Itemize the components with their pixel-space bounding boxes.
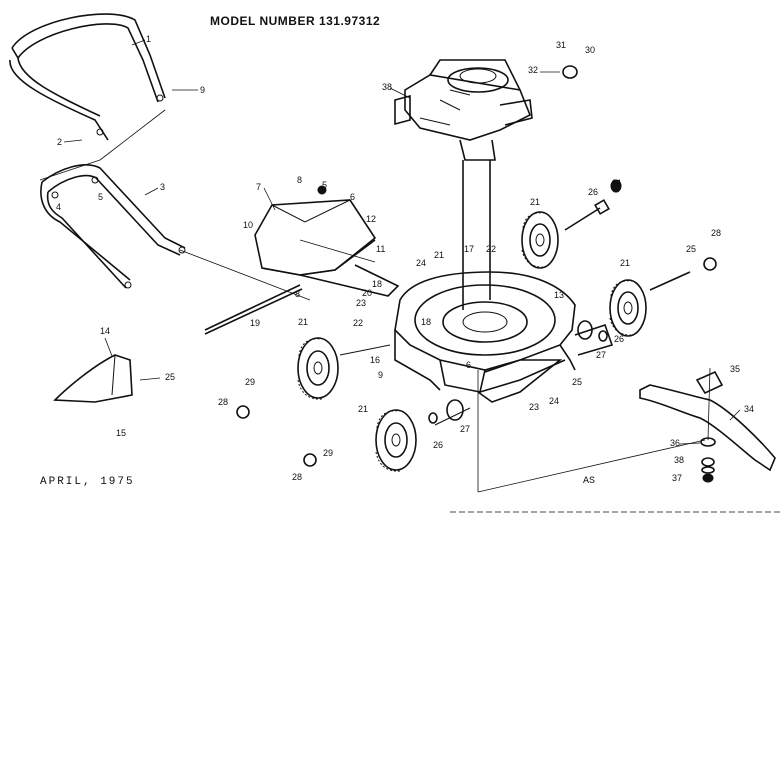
assembly-code: AS: [583, 476, 596, 487]
callout-27a: 27: [596, 350, 606, 360]
callout-31b: 31: [612, 178, 622, 188]
callout-24a: 24: [416, 258, 426, 268]
callout-38: 38: [382, 82, 392, 92]
callout-29b: 29: [323, 448, 333, 458]
callout-6: 6: [350, 192, 355, 202]
callout-4: 4: [56, 202, 61, 212]
leader-lines: [63, 39, 741, 445]
callout-22b: 22: [353, 318, 363, 328]
callout-28: 28: [711, 228, 721, 238]
callout-31: 31: [556, 40, 566, 50]
callout-25b: 25: [572, 377, 582, 387]
callout-16: 16: [370, 355, 380, 365]
callout-26b: 26: [614, 334, 624, 344]
discharge-chute: [254, 199, 400, 297]
hub-parts: [236, 65, 717, 467]
axle-bolts: [339, 199, 691, 426]
callout-26: 26: [588, 187, 598, 197]
callout-18a: 18: [372, 279, 382, 289]
rod: [204, 284, 303, 335]
callout-12: 12: [366, 214, 376, 224]
callout-1: 1: [146, 34, 151, 44]
callout-8b: 8: [295, 289, 300, 299]
callout-23b: 23: [529, 402, 539, 412]
callout-21e: 21: [358, 404, 368, 414]
callout-37: 37: [672, 473, 682, 483]
callout-38b: 38: [674, 455, 684, 465]
callout-35: 35: [730, 364, 740, 374]
callout-30: 30: [585, 45, 595, 55]
callout-10: 10: [243, 220, 253, 230]
model-number-title: MODEL NUMBER 131.97312: [210, 14, 381, 28]
callout-21a: 21: [530, 197, 540, 207]
callout-19: 19: [250, 318, 260, 328]
callout-20: 20: [362, 288, 372, 298]
wheel-front-right: [375, 409, 417, 472]
callout-36: 36: [670, 438, 680, 448]
callout-21d: 21: [298, 317, 308, 327]
callout-8: 8: [297, 175, 302, 185]
callout-5b: 5: [322, 180, 327, 190]
grass-deflector: [53, 354, 133, 403]
callout-23a: 23: [356, 298, 366, 308]
callout-24b: 24: [549, 396, 559, 406]
callout-14: 14: [100, 326, 110, 336]
upper-handle: [9, 13, 166, 141]
callout-3: 3: [160, 182, 165, 192]
mower-deck: [394, 271, 614, 403]
callout-13: 13: [554, 290, 564, 300]
callout-26c: 26: [433, 440, 443, 450]
wheel-front-left: [297, 337, 339, 400]
callout-25a: 25: [686, 244, 696, 254]
callout-22a: 22: [486, 244, 496, 254]
callout-15: 15: [116, 428, 126, 438]
callout-18b: 18: [421, 317, 431, 327]
callout-32: 32: [528, 65, 538, 75]
callout-17: 17: [464, 244, 474, 254]
callout-27b: 27: [460, 424, 470, 434]
callout-9: 9: [200, 85, 205, 95]
assembly-guide-lines: [39, 109, 780, 513]
callout-29a: 29: [245, 377, 255, 387]
callout-21c: 21: [434, 250, 444, 260]
callout-labels: 1 9 2 3 5 4 7 8 5 6 10 12 11 8 19 38 31 …: [56, 34, 754, 483]
callout-2: 2: [57, 137, 62, 147]
callout-11: 11: [376, 244, 385, 254]
callout-7: 7: [256, 182, 261, 192]
callout-28b: 28: [218, 397, 228, 407]
callout-34: 34: [744, 404, 754, 414]
callout-28c: 28: [292, 472, 302, 482]
engine: [394, 59, 533, 310]
blade-assembly: [639, 370, 776, 483]
callout-6b: 6: [466, 360, 471, 370]
revision-date: APRIL, 1975: [40, 476, 135, 488]
callout-21b: 21: [620, 258, 630, 268]
callout-5: 5: [98, 192, 103, 202]
wheel-rear-right: [521, 211, 559, 269]
wheel-rear-left: [609, 279, 647, 337]
callout-25c: 25: [165, 372, 175, 382]
callout-9b: 9: [378, 370, 383, 380]
